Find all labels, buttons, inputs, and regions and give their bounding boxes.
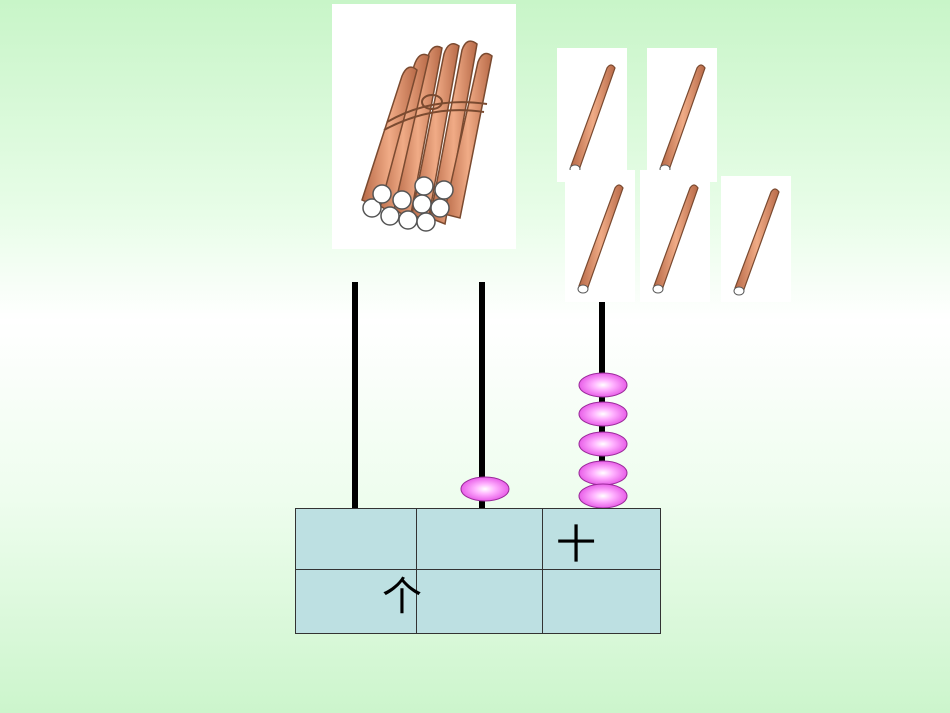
single-stick-icon: [652, 184, 699, 294]
abacus-bead[interactable]: [577, 482, 629, 510]
single-stick-icon: [659, 64, 706, 174]
single-stick-card-5: [721, 176, 791, 302]
single-stick-card-1: [557, 48, 627, 182]
single-stick-icon: [569, 64, 616, 174]
place-value-board: 十 个: [295, 508, 661, 634]
single-stick-icon: [733, 188, 780, 296]
board-divider-full: [542, 509, 543, 633]
board-divider-horizontal: [296, 569, 660, 570]
stick-bundle-icon: [361, 40, 493, 232]
tens-place-label: 十: [556, 522, 596, 568]
single-stick-icon: [577, 184, 624, 294]
ones-place-label: 个: [382, 574, 422, 620]
single-stick-card-4: [640, 170, 710, 302]
abacus-bead[interactable]: [577, 400, 629, 428]
single-stick-card-2: [647, 48, 717, 182]
board-divider-top-left: [416, 509, 417, 569]
board-divider-bottom: [416, 569, 417, 633]
abacus-rod-left: [352, 282, 358, 510]
abacus-rod-middle: [479, 282, 485, 510]
abacus-bead[interactable]: [577, 371, 629, 399]
abacus-bead[interactable]: [577, 430, 629, 458]
abacus-bead[interactable]: [459, 475, 511, 503]
single-stick-card-3: [565, 170, 635, 302]
stick-bundle-card: [332, 4, 516, 249]
